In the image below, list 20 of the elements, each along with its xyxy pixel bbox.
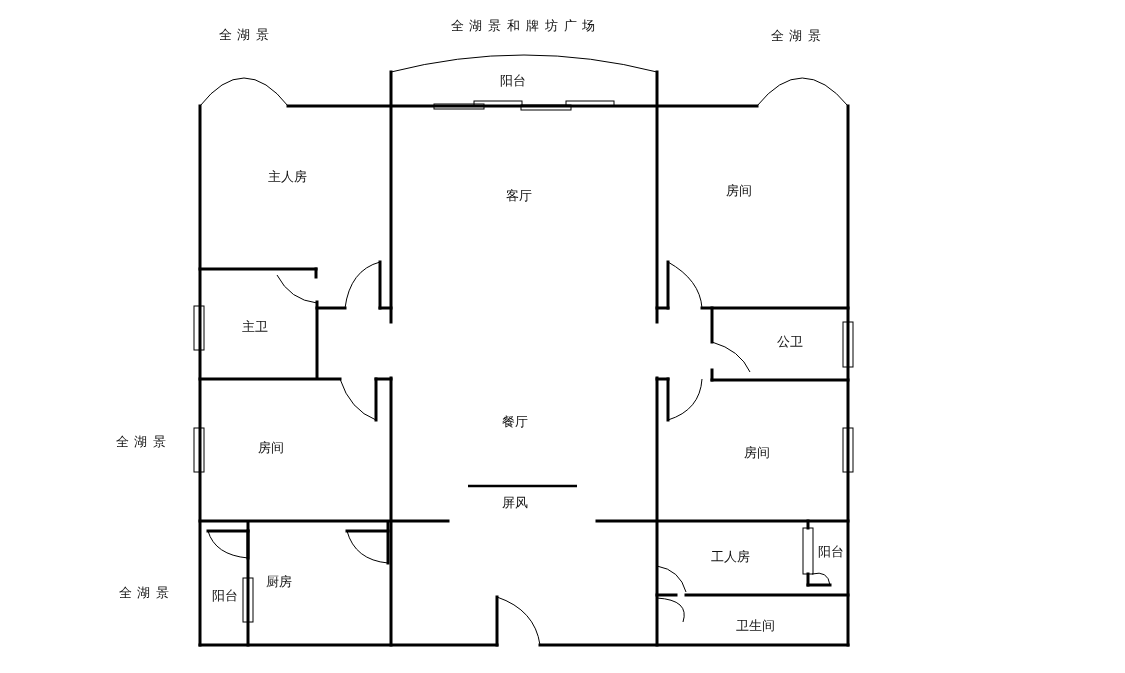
room-label: 主卫	[242, 318, 268, 336]
room-label: 餐厅	[502, 413, 528, 431]
room-label: 阳台	[818, 543, 844, 561]
view-note: 全湖景	[218, 26, 270, 44]
room-label: 房间	[726, 182, 752, 200]
room-label: 公卫	[777, 333, 803, 351]
room-label: 房间	[744, 444, 770, 462]
view-note: 全湖景	[118, 584, 170, 602]
room-label: 厨房	[266, 573, 292, 591]
view-note: 全湖景	[115, 433, 167, 451]
room-label: 房间	[258, 439, 284, 457]
room-label: 阳台	[212, 587, 238, 605]
room-label: 客厅	[506, 187, 532, 205]
room-label: 卫生间	[735, 617, 775, 635]
room-label: 工人房	[710, 548, 750, 566]
room-label: 阳台	[500, 72, 526, 90]
view-note: 全湖景和牌坊广场	[450, 17, 596, 35]
room-label: 主人房	[267, 168, 307, 186]
room-label: 屏风	[502, 494, 528, 512]
view-note: 全湖景	[770, 27, 822, 45]
